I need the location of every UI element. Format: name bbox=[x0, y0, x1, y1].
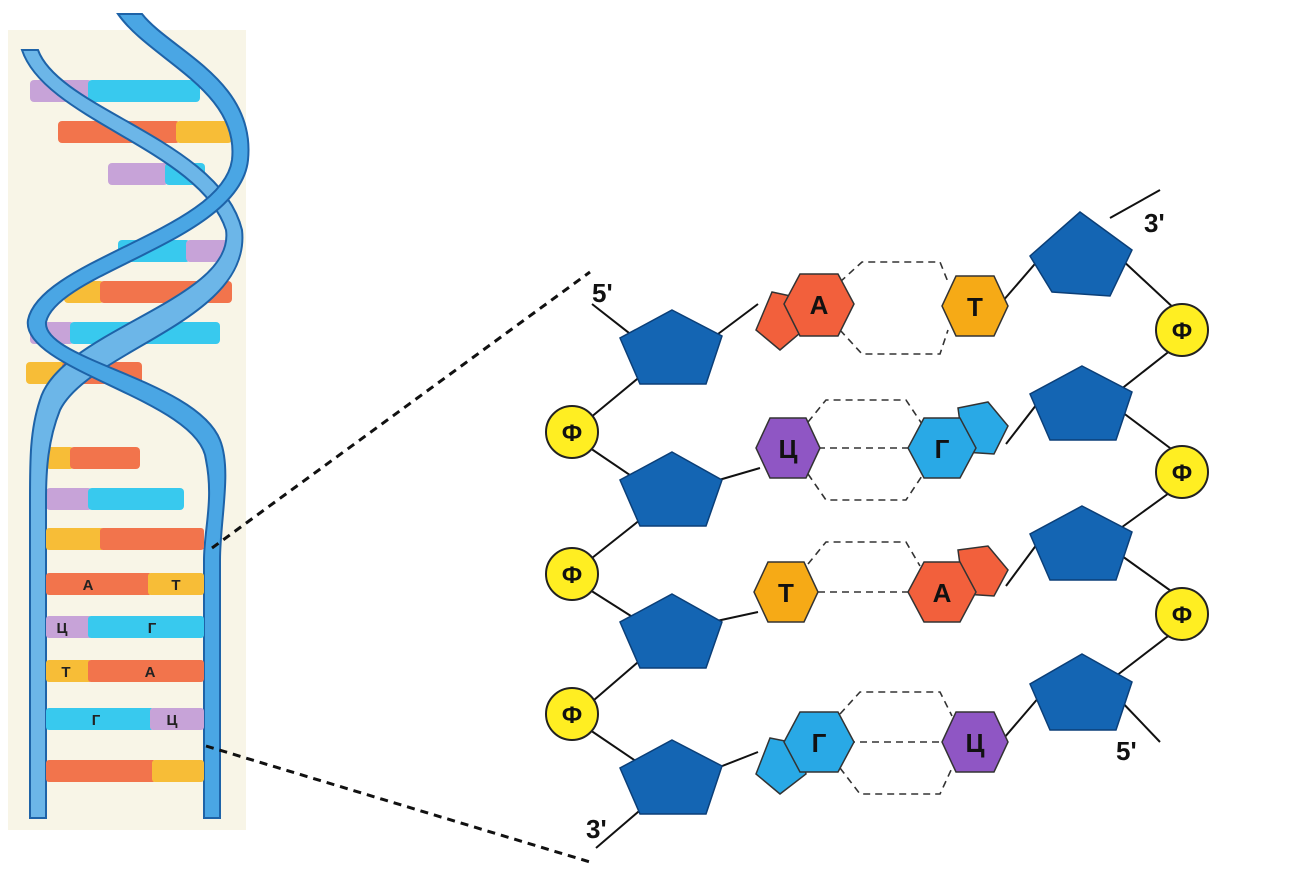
thymine-hexagon bbox=[941, 275, 1009, 337]
phosphate-circle bbox=[1155, 445, 1209, 499]
helix-rung bbox=[100, 528, 204, 550]
helix-label: А bbox=[145, 664, 156, 681]
strand-end-label-right-bottom: 5' bbox=[1116, 736, 1137, 766]
helix-rung bbox=[152, 760, 204, 782]
phosphate-label: Ф bbox=[562, 420, 582, 447]
base-label: Ц bbox=[779, 434, 798, 464]
phosphate-label: Ф bbox=[562, 562, 582, 589]
base-label: Т bbox=[967, 292, 983, 322]
helix-rung-c bbox=[46, 616, 92, 638]
helix-ladder: А Т Ц Г Т А Г Ц bbox=[46, 528, 204, 782]
helix-rung-a bbox=[46, 573, 152, 595]
phosphate-circle bbox=[545, 547, 599, 601]
helix-rung-c bbox=[150, 708, 204, 730]
cytosine-hexagon bbox=[755, 417, 821, 479]
base-label: Ц bbox=[966, 728, 985, 758]
strand-end-labels: 5' 3' 3' 5' bbox=[586, 208, 1165, 844]
phosphate-circle bbox=[545, 405, 599, 459]
strand-end-label-left-bottom: 3' bbox=[586, 814, 607, 844]
zoom-line-top bbox=[211, 270, 591, 550]
base-label: А bbox=[933, 578, 952, 608]
sugars bbox=[619, 211, 1133, 815]
dna-helix: А Т Ц Г Т А Г Ц bbox=[8, 13, 250, 830]
helix-label: Г bbox=[92, 712, 101, 729]
phosphate-label: Ф bbox=[1172, 318, 1192, 345]
helix-rung bbox=[46, 528, 104, 550]
zoom-line-bottom bbox=[205, 744, 591, 864]
adenine-hexagon bbox=[783, 273, 855, 337]
base-label: Г bbox=[812, 728, 827, 758]
strand-end-label-right-top: 3' bbox=[1144, 208, 1165, 238]
sugar-pentagon bbox=[619, 451, 723, 527]
helix-rung-t bbox=[46, 660, 92, 682]
helix-label: Т bbox=[61, 664, 70, 681]
adenine-hexagon bbox=[907, 561, 977, 623]
helix-rung bbox=[108, 163, 168, 185]
base-label: Г bbox=[935, 434, 950, 464]
cytosine-hexagon bbox=[941, 711, 1009, 773]
sugar-pentagon bbox=[619, 593, 723, 669]
helix-rung-a bbox=[88, 660, 204, 682]
helix-rung bbox=[88, 80, 200, 102]
sugar-pentagon bbox=[619, 309, 723, 385]
base-label: Т bbox=[778, 578, 794, 608]
helix-rung bbox=[176, 121, 232, 143]
hydrogen-bonds bbox=[807, 261, 953, 795]
base-label: А bbox=[810, 290, 829, 320]
helix-label: А bbox=[83, 577, 94, 594]
helix-rung bbox=[46, 760, 156, 782]
guanine-hexagon bbox=[907, 417, 977, 479]
guanine-hexagon bbox=[783, 711, 855, 773]
thymine-hexagon bbox=[753, 561, 819, 623]
helix-label: Т bbox=[171, 577, 180, 594]
helix-rung-t bbox=[148, 573, 204, 595]
helix-rung bbox=[186, 240, 230, 262]
phosphates: Ф Ф Ф Ф Ф Ф bbox=[545, 303, 1209, 741]
phosphate-circle bbox=[1155, 303, 1209, 357]
phosphate-label: Ф bbox=[1172, 602, 1192, 629]
helix-rung bbox=[46, 447, 74, 469]
phosphate-label: Ф bbox=[562, 702, 582, 729]
base-letters: А Т Ц Г Т А Г Ц bbox=[778, 290, 984, 758]
helix-rung bbox=[46, 488, 92, 510]
sugar-pentagon bbox=[1029, 653, 1133, 731]
phosphate-circle bbox=[545, 687, 599, 741]
sugar-pentagon bbox=[1029, 505, 1133, 581]
helix-label: Ц bbox=[57, 620, 68, 637]
helix-rung bbox=[70, 447, 140, 469]
sugar-pentagon bbox=[619, 739, 723, 815]
helix-rung-g bbox=[46, 708, 154, 730]
sugar-pentagon bbox=[1029, 365, 1133, 441]
helix-rung-g bbox=[88, 616, 204, 638]
helix-ribbon-back bbox=[20, 49, 244, 819]
phosphate-label: Ф bbox=[1172, 460, 1192, 487]
helix-rung bbox=[88, 488, 184, 510]
helix-label: Ц bbox=[167, 712, 178, 729]
bases bbox=[753, 273, 1009, 795]
sugar-pentagon bbox=[1029, 211, 1133, 297]
helix-ribbon-front bbox=[26, 13, 250, 819]
strand-end-label-left-top: 5' bbox=[592, 278, 613, 308]
helix-label: Г bbox=[148, 620, 157, 637]
phosphate-circle bbox=[1155, 587, 1209, 641]
dna-structure-diagram: А Т Ц Г Т А Г Ц Ф Ф Ф Ф Ф Ф bbox=[545, 189, 1209, 849]
